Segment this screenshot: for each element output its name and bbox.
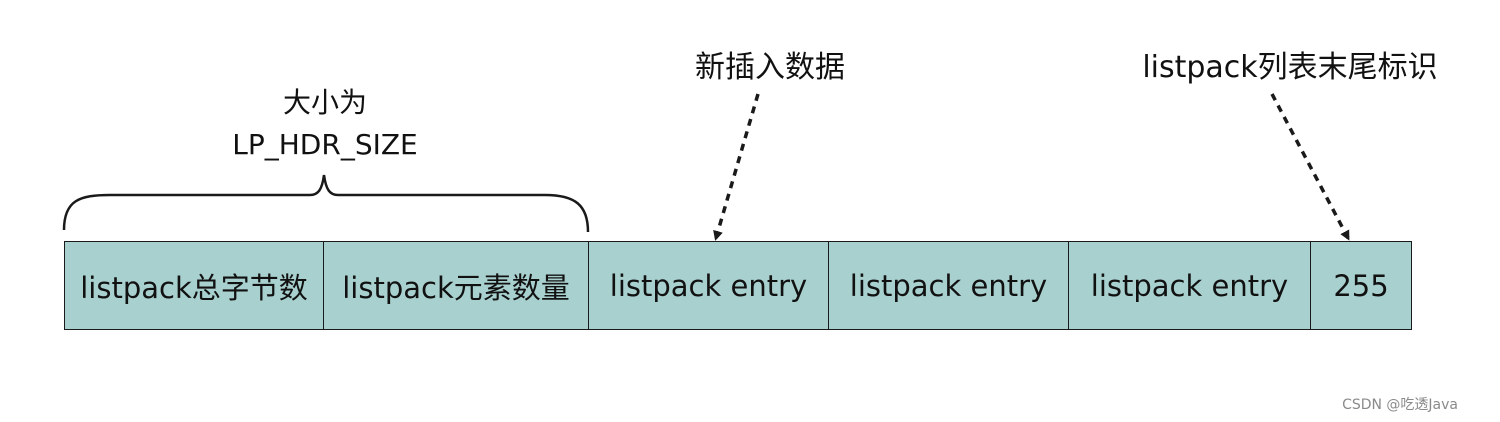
insert-annotation: 新插入数据	[695, 50, 845, 85]
cell-entry-3: listpack entry	[1069, 242, 1311, 329]
cell-element-count: listpack元素数量	[324, 242, 589, 329]
size-annotation: 大小为 LP_HDR_SIZE	[195, 82, 455, 166]
cell-end-marker: 255	[1333, 268, 1389, 303]
listpack-cells-row: listpack总字节数 listpack元素数量 listpack entry…	[64, 241, 1412, 330]
end-marker-annotation: listpack列表末尾标识	[1142, 50, 1438, 85]
size-annotation-line1: 大小为	[282, 86, 367, 119]
size-annotation-line2: LP_HDR_SIZE	[232, 128, 418, 161]
insert-arrow	[713, 93, 760, 241]
cell-total-bytes: listpack总字节数	[65, 242, 324, 329]
end-marker-arrow	[1270, 93, 1350, 241]
cell-entry-1: listpack entry	[589, 242, 829, 329]
header-brace	[62, 174, 590, 233]
watermark: CSDN @吃透Java	[1342, 397, 1458, 413]
cell-entry-2: listpack entry	[829, 242, 1069, 329]
